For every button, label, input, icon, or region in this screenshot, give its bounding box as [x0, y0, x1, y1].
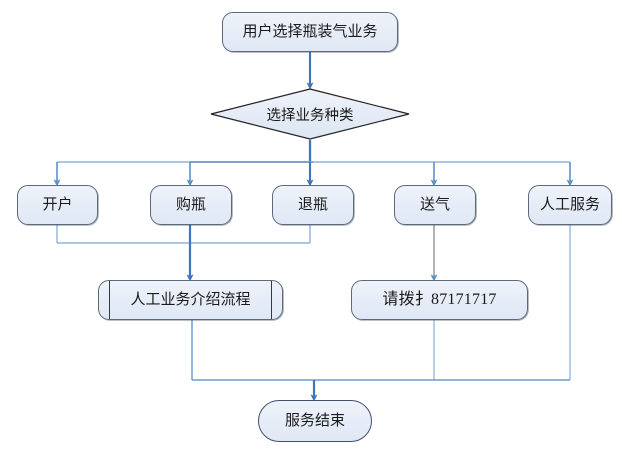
node-option-rengong-fuwu[interactable]: 人工服务 — [528, 185, 612, 225]
predefined-process-left-bar — [109, 281, 110, 319]
node-start-label: 用户选择瓶装气业务 — [242, 23, 378, 40]
node-option3-label: 退瓶 — [297, 196, 328, 213]
node-end-label: 服务结束 — [284, 412, 345, 429]
node-call-number[interactable]: 请拨扌87171717 — [351, 280, 528, 320]
node-option-songqi[interactable]: 送气 — [394, 185, 476, 225]
node-manual-process[interactable]: 人工业务介绍流程 — [98, 280, 283, 320]
node-decision-label: 选择业务种类 — [266, 107, 354, 124]
node-start[interactable]: 用户选择瓶装气业务 — [222, 12, 398, 52]
node-decision[interactable]: 选择业务种类 — [210, 88, 410, 140]
predefined-process-right-bar — [271, 281, 272, 319]
node-option5-label: 人工服务 — [539, 196, 600, 213]
node-end[interactable]: 服务结束 — [258, 400, 372, 442]
node-option4-label: 送气 — [419, 196, 450, 213]
node-call-number-label: 请拨扌87171717 — [382, 291, 497, 309]
node-option-kaihu[interactable]: 开户 — [17, 185, 98, 225]
node-option2-label: 购瓶 — [175, 196, 206, 213]
node-option-tuipin[interactable]: 退瓶 — [272, 185, 354, 225]
decision-diamond-shape — [210, 88, 410, 140]
node-manual-process-label: 人工业务介绍流程 — [130, 291, 251, 308]
node-option1-label: 开户 — [42, 196, 73, 213]
node-option-goupin[interactable]: 购瓶 — [150, 185, 232, 225]
